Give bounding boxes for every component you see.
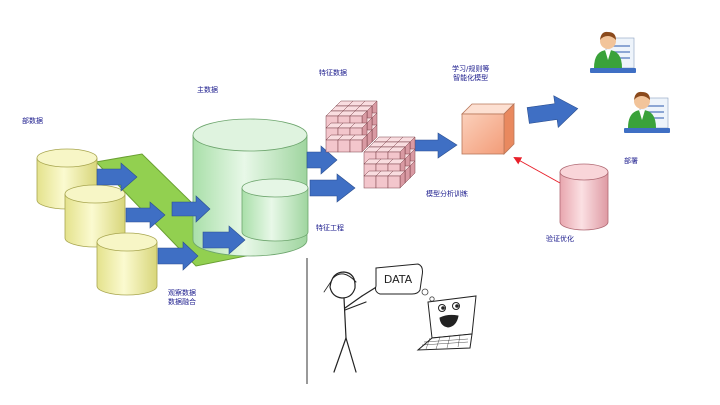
feature-engineering-label: 特征工程: [316, 224, 344, 232]
feedback-arrow: [513, 157, 561, 184]
arrow-8: [411, 132, 458, 159]
feature-data-label: 特征数据: [319, 69, 347, 77]
arrow-3: [157, 241, 199, 271]
arrow-1: [96, 162, 138, 192]
edge-data-cylinder-3: [96, 232, 158, 296]
deploy-label: 部署: [624, 157, 638, 165]
arrow-7: [309, 173, 356, 203]
thought-bubbles: [421, 288, 435, 302]
edge-data-label: 部数据: [22, 117, 43, 125]
model-box: [461, 103, 515, 155]
fused-data-cylinder: [241, 178, 309, 242]
feature-cube-2: [363, 136, 416, 189]
model-label: 学习/规则等 智能化模型: [452, 65, 490, 82]
arrow-2: [125, 201, 166, 229]
cube-cell: [337, 139, 351, 153]
arrow-5: [202, 225, 246, 255]
verify-cylinder: [559, 163, 609, 231]
arrow-9: [526, 95, 579, 129]
verify-optimize-label: 验证优化: [546, 235, 574, 243]
cube-cell: [363, 175, 377, 189]
data-sign: DATA: [375, 263, 423, 295]
cube-cell: [349, 139, 363, 153]
laptop-face-icon: [416, 295, 477, 351]
model-training-label: 模型分析训练: [426, 190, 468, 198]
cube-cell: [325, 139, 339, 153]
user-avatar-icon: [624, 91, 670, 133]
stick-figure-icon: [323, 271, 379, 373]
feature-cube-1: [325, 100, 378, 153]
flow-arrows: [96, 95, 579, 271]
cube-cell: [375, 175, 389, 189]
user-avatar-icon: [590, 31, 636, 73]
observe-fusion-label: 观察数据 数据融合: [168, 289, 196, 306]
data-sign-label: DATA: [384, 273, 413, 286]
arrow-4: [171, 195, 211, 223]
cube-cell: [387, 175, 401, 189]
main-data-label: 主数据: [197, 86, 218, 94]
arrow-6: [306, 145, 338, 175]
